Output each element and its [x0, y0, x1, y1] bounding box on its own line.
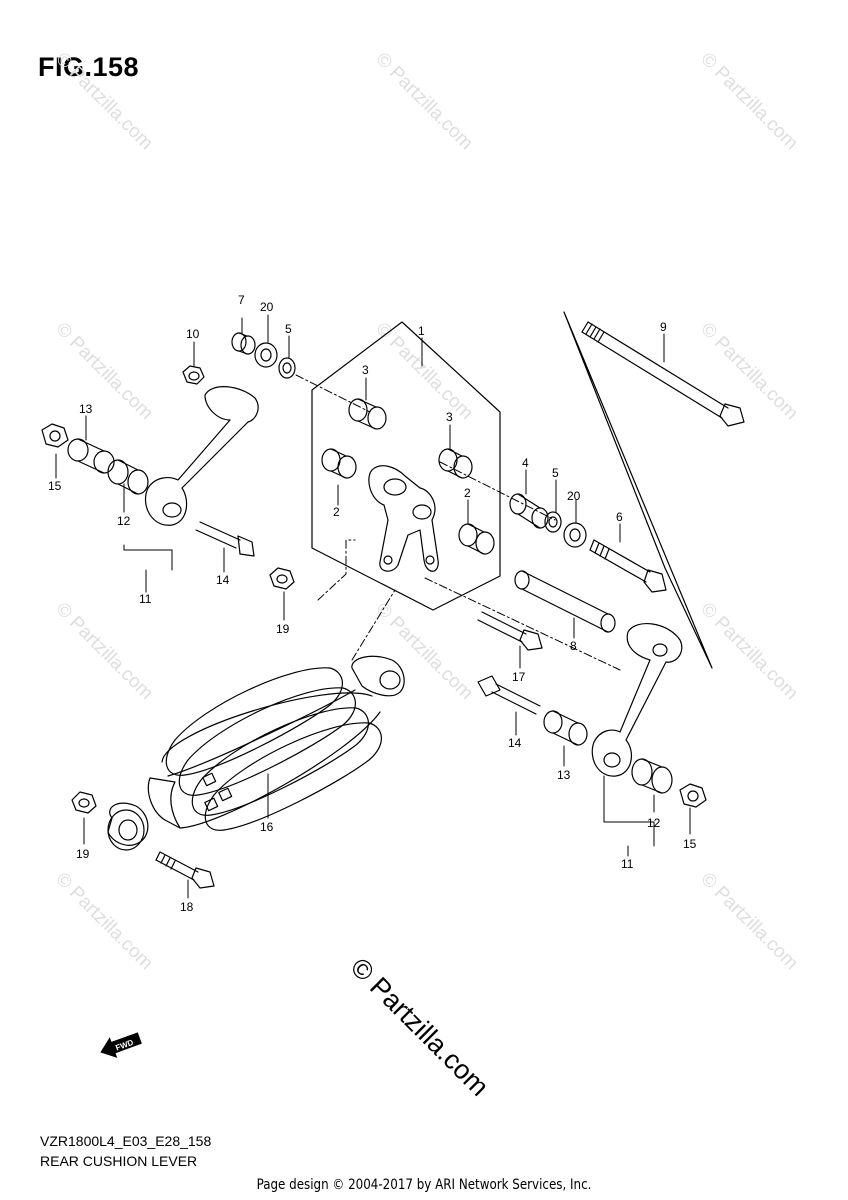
- rod-11-right: [591, 623, 683, 777]
- watermark-text: © Partzilla.com: [696, 319, 801, 424]
- watermark-text: © Partzilla.com: [51, 49, 156, 154]
- watermark-text: © Partzilla.com: [51, 319, 156, 424]
- page-footer: Page design © 2004-2017 by ARI Network S…: [256, 1177, 592, 1193]
- callout-20: 20: [567, 489, 581, 503]
- callout-4: 4: [522, 456, 529, 470]
- sleeve-4: [509, 493, 549, 529]
- callout-16: 16: [260, 820, 274, 834]
- watermark-text: © Partzilla.com: [696, 869, 801, 974]
- leader-lines: [55, 314, 691, 899]
- callout-20: 20: [260, 300, 274, 314]
- washer-20-top: [254, 342, 278, 368]
- bearing-2-right: [458, 523, 495, 555]
- callout-12: 12: [117, 514, 131, 528]
- callout-10: 10: [186, 327, 200, 341]
- alignment-lines: [295, 374, 621, 671]
- callout-17: 17: [512, 670, 526, 684]
- watermark-text: © Partzilla.com: [371, 49, 476, 154]
- bearing-3-right: [438, 448, 473, 479]
- callout-11: 11: [621, 857, 634, 871]
- callout-13: 13: [79, 402, 93, 416]
- callout-3: 3: [362, 363, 369, 377]
- callout-7: 7: [238, 293, 245, 307]
- pipe-8: [514, 570, 616, 633]
- assembly-box-right: [563, 311, 713, 669]
- fwd-arrow-icon: FWD: [100, 1032, 142, 1058]
- watermark-text: © Partzilla.com: [51, 599, 156, 704]
- callout-13: 13: [557, 768, 571, 782]
- callout-3: 3: [446, 410, 453, 424]
- callout-19: 19: [276, 622, 290, 636]
- bearing-3-upper: [348, 398, 387, 430]
- nut-10: [182, 365, 205, 385]
- callout-2: 2: [464, 486, 471, 500]
- bearing-2-left: [321, 448, 357, 479]
- nut-19-lower: [71, 791, 97, 814]
- bearing-12-right: [631, 758, 673, 794]
- callout-15: 15: [683, 837, 697, 851]
- bearing-12-left: [107, 459, 149, 495]
- model-code: VZR1800L4_E03_E28_158: [40, 1133, 212, 1149]
- callout-8: 8: [570, 639, 577, 653]
- callout-2: 2: [333, 505, 340, 519]
- watermark-text: © Partzilla.com: [696, 599, 801, 704]
- callout-14: 14: [508, 736, 522, 750]
- callout-5: 5: [552, 466, 559, 480]
- nut-19-upper: [269, 567, 295, 590]
- cushion-lever: [368, 465, 439, 572]
- sleeve-13-right: [543, 710, 588, 746]
- shock-absorber-16: [107, 655, 405, 851]
- callout-12: 12: [647, 816, 661, 830]
- callout-18: 18: [180, 900, 194, 914]
- ring-5-right: [544, 511, 562, 533]
- assembly-box: [311, 321, 501, 611]
- sleeve-13-left: [67, 438, 115, 474]
- rod-11-left: [144, 386, 259, 526]
- bolt-18: [155, 851, 215, 889]
- callout-9: 9: [660, 320, 667, 334]
- washer-20-right: [563, 522, 587, 548]
- figure-title: FIG.158: [38, 52, 140, 82]
- nut-15-right: [679, 783, 707, 808]
- callout-19: 19: [76, 847, 90, 861]
- bolt-6: [589, 539, 667, 593]
- diagram-name: REAR CUSHION LEVER: [40, 1153, 198, 1169]
- nut-15-left: [41, 423, 69, 448]
- callout-5: 5: [285, 322, 292, 336]
- callout-14: 14: [216, 573, 230, 587]
- callout-1: 1: [418, 324, 425, 338]
- callout-11: 11: [139, 592, 152, 606]
- watermark-text: © Partzilla.com: [51, 869, 156, 974]
- watermark-pattern: © Partzilla.com © Partzilla.com © Partzi…: [51, 49, 801, 974]
- cap-nut-7: [231, 332, 256, 355]
- ring-5-top: [278, 357, 296, 379]
- bolt-17: [477, 611, 543, 651]
- watermark-text: © Partzilla.com: [696, 49, 801, 154]
- bolt-14-left: [195, 521, 255, 557]
- callout-labels: 1 2 2 3 3 4 5 5 6 7 8 9 10 11 11 12 12 1…: [48, 293, 697, 914]
- bolt-9: [581, 321, 745, 427]
- callout-6: 6: [616, 510, 623, 524]
- bolt-14-right: [477, 675, 541, 715]
- callout-15: 15: [48, 479, 62, 493]
